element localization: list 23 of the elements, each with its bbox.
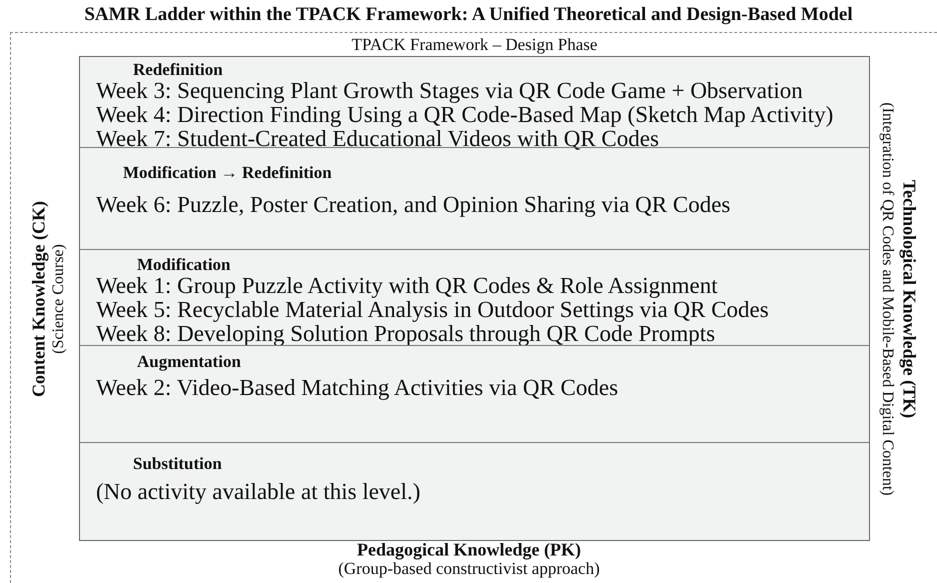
diagram-title: SAMR Ladder within the TPACK Framework: A Unified Theoretical and Design-Based Model [83, 4, 854, 26]
activity-text: Week 7: Student-Created Educational Videos with QR Codes [96, 127, 659, 151]
axis-sublabel: (Science Course) [50, 244, 68, 354]
axis-label: Pedagogical Knowledge (PK) [357, 540, 581, 560]
level-heading: Augmentation [137, 353, 241, 370]
dashed-frame [10, 32, 937, 583]
activity-text: (No activity available at this level.) [96, 480, 420, 504]
axis-sublabel: (Integration of QR Codes and Mobile-Based Digital Content) [878, 102, 896, 496]
level-heading: Substitution [133, 455, 222, 472]
axis-sublabel: (Group-based constructivist approach) [338, 559, 600, 579]
activity-text: Week 8: Developing Solution Proposals through QR Code Prompts [96, 322, 716, 346]
activity-text: Week 3: Sequencing Plant Growth Stages via QR Code Game + Observation [96, 79, 803, 103]
axis-label: Content Knowledge (CK) [28, 201, 50, 397]
activity-text: Week 1: Group Puzzle Activity with QR Codes & Role Assignment [96, 274, 718, 298]
level-band [80, 249, 869, 345]
level-heading: Redefinition [133, 61, 223, 78]
activity-text: Week 2: Video-Based Matching Activities via QR Codes [96, 376, 618, 400]
level-heading: Modification → Redefinition [123, 164, 332, 181]
activity-text: Week 4: Direction Finding Using a QR Code-Based Map (Sketch Map Activity) [96, 103, 834, 127]
activity-text: Week 5: Recyclable Material Analysis in Outdoor Settings via QR Codes [96, 298, 769, 322]
activity-text: Week 6: Puzzle, Poster Creation, and Opinion Sharing via QR Codes [96, 193, 730, 217]
axis-label: Technological Knowledge (TK) [898, 180, 920, 418]
level-heading: Modification [137, 256, 230, 273]
